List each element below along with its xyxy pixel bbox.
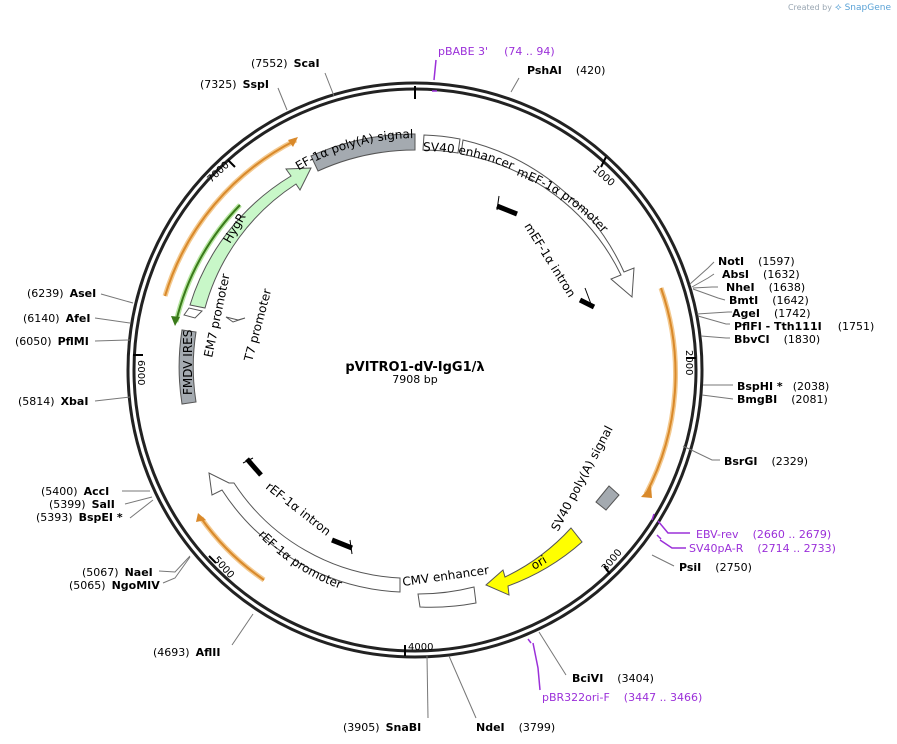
orf-topleft	[164, 139, 297, 297]
site-naei[interactable]: (5067)NaeI	[82, 566, 153, 579]
site-bsphi[interactable]: BspHI *(2038)	[737, 380, 829, 393]
intron-tick	[496, 195, 500, 211]
site-acci[interactable]: (5400)AccI	[41, 485, 109, 498]
orf-right	[645, 287, 677, 495]
plasmid-length: 7908 bp	[392, 373, 437, 386]
site-scai[interactable]: (7552)ScaI	[251, 57, 320, 70]
feature-cmv-enhancer[interactable]	[417, 586, 477, 608]
tick-mark	[600, 156, 607, 168]
feature-mef1a-intron-start	[496, 203, 518, 217]
feature-sv40-enhancer[interactable]	[422, 134, 461, 154]
label-cmv-enhancer: CMV enhancer	[401, 563, 489, 589]
intron-tick	[349, 539, 353, 555]
intron-tick	[242, 457, 254, 464]
primer-marks	[432, 59, 690, 691]
label-sv40-polya: SV40 poly(A) signal	[548, 423, 615, 533]
primer-sv40pa-r[interactable]: SV40pA-R(2714 .. 2733)	[689, 542, 836, 555]
site-bmti[interactable]: BmtI(1642)	[729, 294, 809, 307]
orf-bottom	[200, 517, 265, 581]
site-bsrgi[interactable]: BsrGI(2329)	[724, 455, 808, 468]
site-xbai[interactable]: (5814)XbaI	[18, 395, 88, 408]
site-nhei[interactable]: NheI(1638)	[726, 281, 805, 294]
feature-fmdv-ires[interactable]	[178, 329, 197, 405]
primer-pbr322ori-f[interactable]: pBR322ori-F(3447 .. 3466)	[542, 691, 702, 704]
label-mef1a-intron: mEF-1α intron	[521, 220, 578, 300]
feature-ref1a-intron-start	[245, 457, 263, 477]
intron-tick	[584, 287, 592, 305]
site-sspi[interactable]: (7325)SspI	[200, 78, 269, 91]
snapgene-credit: Created by ⟡ SnapGene	[788, 2, 891, 13]
site-labels: (7552)ScaI (7325)SspI PshAI(420) NotI(15…	[15, 57, 874, 734]
brand-label: SnapGene	[844, 2, 891, 13]
backbone-outer	[126, 81, 704, 659]
label-fmdv-ires: FMDV IRES	[181, 330, 195, 395]
site-absi[interactable]: AbsI(1632)	[722, 268, 800, 281]
site-bbvci[interactable]: BbvCI(1830)	[734, 333, 820, 346]
site-asei[interactable]: (6239)AseI	[27, 287, 96, 300]
orf-green-arrow-icon	[171, 316, 180, 326]
label-sv40-enhancer: SV40 enhancer	[423, 140, 516, 173]
feature-hygr[interactable]	[189, 167, 312, 309]
feature-ef1a-polya[interactable]	[310, 133, 416, 172]
feature-ref1a-promoter[interactable]	[208, 472, 401, 593]
feature-t7-promoter[interactable]	[225, 316, 246, 323]
label-t7-promoter: T7 promoter	[241, 287, 274, 364]
tick-label-1000: 1000	[590, 164, 616, 189]
primer-ebv-rev[interactable]: EBV-rev(2660 .. 2679)	[696, 528, 831, 541]
site-pshai[interactable]: PshAI(420)	[527, 64, 605, 77]
feature-ref1a-intron-end	[331, 537, 353, 551]
site-aflii[interactable]: (4693)AflII	[153, 646, 220, 659]
orf-bottom-arrow-icon	[196, 513, 206, 522]
snapgene-logo-icon: ⟡	[834, 2, 842, 13]
site-pflmi[interactable]: (6050)PflMI	[15, 335, 89, 348]
feature-mef1a-intron-end	[578, 297, 596, 310]
site-sali[interactable]: (5399)SalI	[49, 498, 115, 511]
label-ref1a-promoter: rEF-1α promoter	[256, 527, 344, 591]
tick-label-4000: 4000	[408, 642, 433, 653]
plasmid-name: pVITRO1-dV-IgG1/λ	[345, 360, 484, 375]
feature-em7-promoter[interactable]	[183, 307, 203, 319]
site-leaders	[94, 72, 734, 719]
primer-pbabe3[interactable]: pBABE 3'(74 .. 94)	[438, 45, 555, 58]
site-pflfi-tth111i[interactable]: PflFI - Tth111I(1751)	[734, 320, 874, 333]
tick-label-6000: 6000	[135, 360, 146, 385]
tick-label-2000: 2000	[683, 350, 694, 375]
site-noti[interactable]: NotI(1597)	[718, 255, 795, 268]
created-by-label: Created by	[787, 3, 832, 12]
feature-sv40-polya[interactable]	[595, 485, 620, 511]
orf-topleft-arrow-icon	[288, 137, 298, 147]
site-bspei[interactable]: (5393)BspEI *	[36, 511, 123, 524]
site-snabi[interactable]: (3905)SnaBI	[343, 721, 421, 734]
orf-green	[175, 204, 241, 323]
site-psii[interactable]: PsiI(2750)	[679, 561, 752, 574]
tick-mark	[603, 565, 611, 575]
orf-right-arrow-icon	[641, 486, 652, 498]
label-ori: ori	[529, 553, 550, 573]
feature-ori[interactable]	[485, 527, 583, 596]
site-bmgbi[interactable]: BmgBI(2081)	[737, 393, 828, 406]
tick-mark	[227, 159, 236, 168]
site-afei[interactable]: (6140)AfeI	[23, 312, 90, 325]
tick-label-7000: 7000	[206, 160, 232, 185]
tick-mark	[208, 555, 217, 564]
site-ngomiv[interactable]: (5065)NgoMIV	[69, 579, 160, 592]
site-agei[interactable]: AgeI(1742)	[732, 307, 811, 320]
site-bcivi[interactable]: BciVI(3404)	[572, 672, 654, 685]
feature-mef1a-promoter[interactable]	[460, 139, 635, 299]
site-ndei[interactable]: NdeI(3799)	[476, 721, 555, 734]
